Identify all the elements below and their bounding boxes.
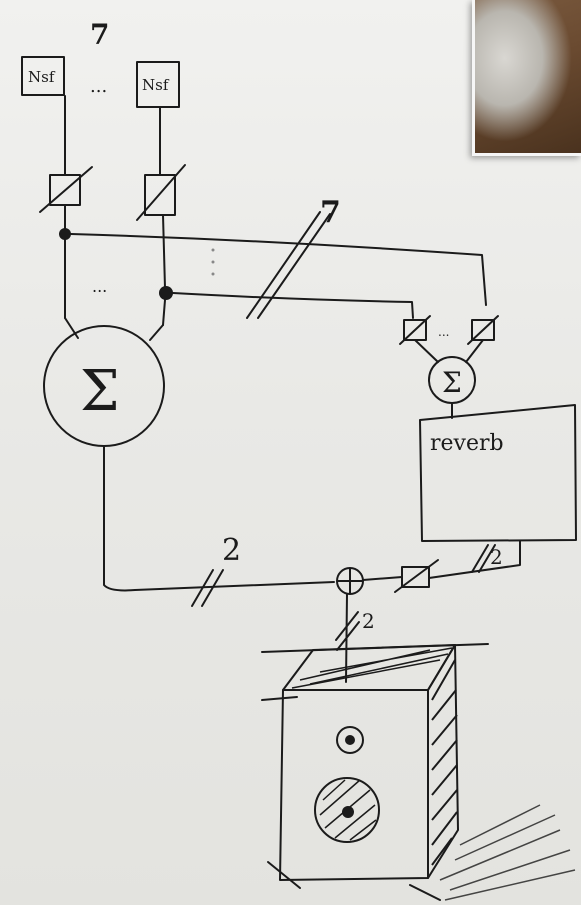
wire-right-to-sum (163, 300, 165, 325)
mid-dot (212, 273, 215, 276)
channel-count-label: 7 (90, 18, 109, 51)
mid-ellipsis: ... (92, 277, 107, 296)
reverb-return-wire (429, 541, 520, 578)
photo-inset (472, 0, 581, 156)
wire-right-gain (163, 215, 165, 288)
bus-slash-1 (247, 212, 320, 318)
mid-dot (212, 249, 215, 252)
send-wire-top (71, 234, 486, 305)
reverb-sum-symbol: Σ (442, 366, 462, 399)
stereo-bus-label: 2 (222, 533, 241, 568)
source-label-right: Nsf (142, 76, 170, 94)
reverb-out-label: 2 (490, 545, 503, 569)
return-slash-1 (472, 545, 488, 572)
wire-send-left (415, 340, 438, 362)
tap-node-left (59, 228, 71, 240)
wire-return-to-mix (363, 577, 402, 580)
speaker-feed-label: 2 (362, 609, 375, 633)
mid-dot (212, 261, 215, 264)
source-label-left: Nsf (28, 68, 56, 86)
send-wire-bottom (173, 293, 413, 318)
stereo-bus-wire (104, 446, 334, 590)
reverb-box (420, 405, 576, 541)
tap-node-right (159, 286, 173, 300)
reverb-label: reverb (430, 431, 504, 456)
send-ellipsis: ... (438, 325, 449, 339)
main-sum-symbol: Σ (80, 359, 120, 424)
bus-width-label: 7 (320, 195, 341, 230)
speaker-icon (262, 644, 575, 900)
source-ellipsis: ... (90, 76, 107, 97)
wire-into-sum-right (150, 325, 163, 340)
